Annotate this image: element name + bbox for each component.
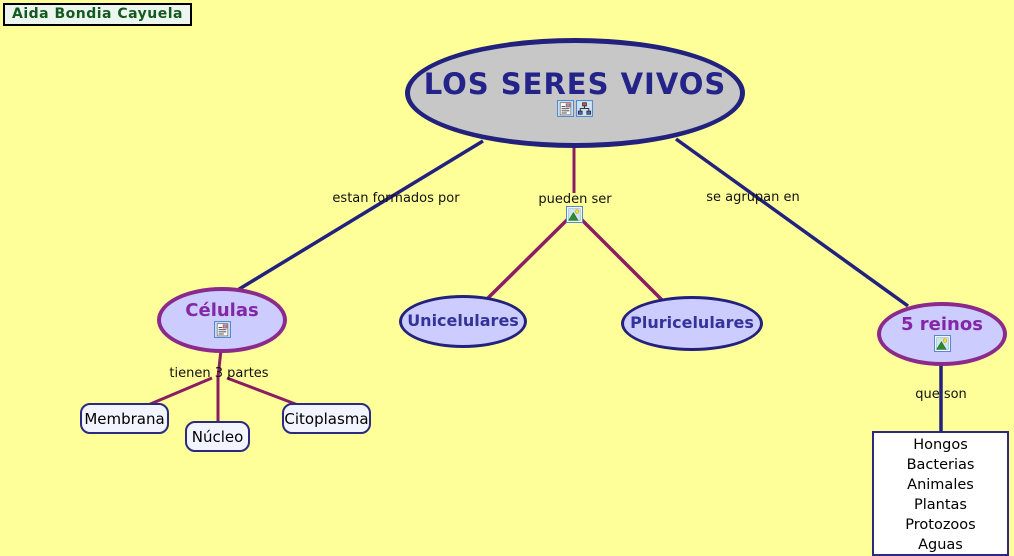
document-icon[interactable] — [557, 100, 574, 118]
node-kingdoms-list[interactable]: Hongos Bacterias Animales Plantas Protoz… — [872, 431, 1009, 556]
link-label-pueden-ser[interactable]: pueden ser — [538, 192, 612, 207]
node-5-reinos[interactable]: 5 reinos — [877, 302, 1007, 366]
node-nucleo-label: Núcleo — [191, 427, 244, 446]
author-badge: Aida Bondia Cayuela — [3, 3, 192, 26]
image-icon[interactable] — [566, 206, 583, 223]
node-5-reinos-label: 5 reinos — [901, 314, 983, 336]
resource-icon-group — [557, 100, 593, 118]
node-los-seres-vivos-label: LOS SERES VIVOS — [423, 66, 727, 101]
node-pluricelulares[interactable]: Pluricelulares — [621, 296, 763, 351]
node-unicelulares-label: Unicelulares — [407, 311, 519, 331]
node-citoplasma[interactable]: Citoplasma — [282, 403, 371, 434]
node-celulas-label: Células — [185, 300, 259, 322]
list-item: Aguas — [918, 537, 963, 553]
node-los-seres-vivos[interactable]: LOS SERES VIVOS — [405, 38, 745, 148]
node-nucleo[interactable]: Núcleo — [185, 421, 250, 452]
link-label-se-agrupan-en[interactable]: se agrupan en — [706, 190, 800, 205]
image-icon[interactable] — [933, 334, 951, 352]
hierarchy-icon[interactable] — [576, 100, 593, 118]
node-membrana-label: Membrana — [84, 409, 165, 428]
list-item: Animales — [907, 477, 974, 493]
node-celulas[interactable]: Células — [157, 287, 287, 353]
node-pluricelulares-label: Pluricelulares — [630, 313, 754, 333]
list-item: Bacterias — [906, 457, 975, 473]
node-citoplasma-label: Citoplasma — [284, 409, 369, 428]
list-item: Protozoos — [905, 517, 976, 533]
node-membrana[interactable]: Membrana — [80, 403, 169, 434]
link-label-estan-formados-por[interactable]: estan formados por — [332, 191, 460, 206]
document-icon[interactable] — [213, 320, 231, 338]
node-unicelulares[interactable]: Unicelulares — [399, 295, 527, 348]
link-label-que-son[interactable]: que son — [915, 387, 967, 402]
list-item: Plantas — [914, 497, 967, 513]
list-item: Hongos — [913, 437, 968, 453]
link-label-tienen-3-partes[interactable]: tienen 3 partes — [169, 366, 269, 381]
